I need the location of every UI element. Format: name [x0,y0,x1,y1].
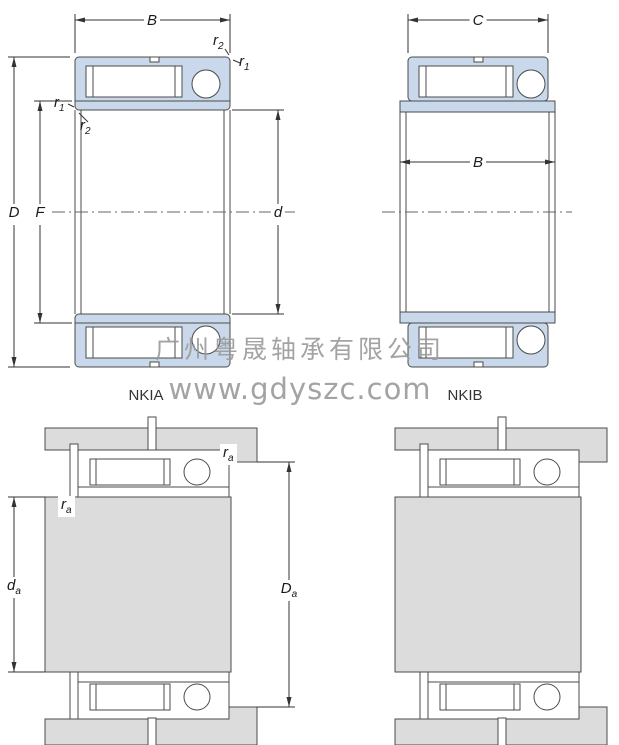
nkib-bottom-needle-rollers [418,326,514,359]
nkib-bottom-inner-ring [399,311,556,324]
dim-label-r2-left: r2 [80,117,91,137]
dim-label-D: D [5,204,23,225]
dim-label-da: da [4,577,24,598]
nkib-bottom-ball [516,325,546,355]
shaft-shoulder-top [419,443,429,498]
shaft-shoulder-top [69,443,79,498]
nkib-top-groove [473,56,484,63]
shaft-shoulder-bottom [419,671,429,726]
dim-label-d: d [270,204,286,225]
bearing-top-rollers [439,458,521,486]
mounting-diagram-left [8,416,295,745]
nkib-top-inner-ring [399,100,556,113]
lubrication-hole-bottom [497,717,507,745]
dim-label-Da: Da [277,580,301,601]
dim-label-r1-left: r1 [54,94,65,114]
bearing-top-ball [533,458,561,486]
nkia-bottom-groove [149,361,160,368]
nkia-bottom-ball [191,325,221,355]
watermark-company-name: 广州粤晟轴承有限公司 [154,335,446,364]
bearing-bottom-rollers [439,683,521,711]
shaft [44,496,232,673]
nkia-top-ball [191,69,221,99]
lubrication-hole-top [147,416,157,452]
dim-label-F: F [32,204,48,225]
dim-label-B-left: B [143,12,161,33]
bearing-top-ball [183,458,211,486]
bearing-bottom-ball [533,683,561,711]
bearing-type-label-nkia: NKIA [128,387,164,404]
bearing-top-rollers [89,458,171,486]
mounting-diagram-right [394,416,608,745]
shaft [394,496,582,673]
nkib-top-ball [516,69,546,99]
nkib-top-needle-rollers [418,65,514,98]
bearing-bottom-ball [183,683,211,711]
nkia-top-needle-rollers [85,65,183,98]
nkia-top-groove [149,56,160,63]
dim-label-r1-top-right: r1 [239,53,250,73]
lubrication-hole-bottom [147,717,157,745]
bearing-bottom-rollers [89,683,171,711]
dim-label-B-right: B [469,154,487,175]
bearing-type-label-nkib: NKIB [447,387,483,404]
nkib-bottom-groove [473,361,484,368]
lubrication-hole-top [497,416,507,452]
dim-label-ra-shaft: ra [58,496,75,517]
nkia-bottom-needle-rollers [85,326,183,359]
dim-label-C: C [469,12,487,33]
dim-label-ra-housing: ra [220,444,237,465]
watermark-website: www.gdyszc.com [168,372,432,406]
nkia-cross-section [52,56,298,368]
dim-label-r2-top: r2 [213,32,224,52]
nkib-cross-section [382,56,572,368]
shaft-shoulder-bottom [69,671,79,726]
